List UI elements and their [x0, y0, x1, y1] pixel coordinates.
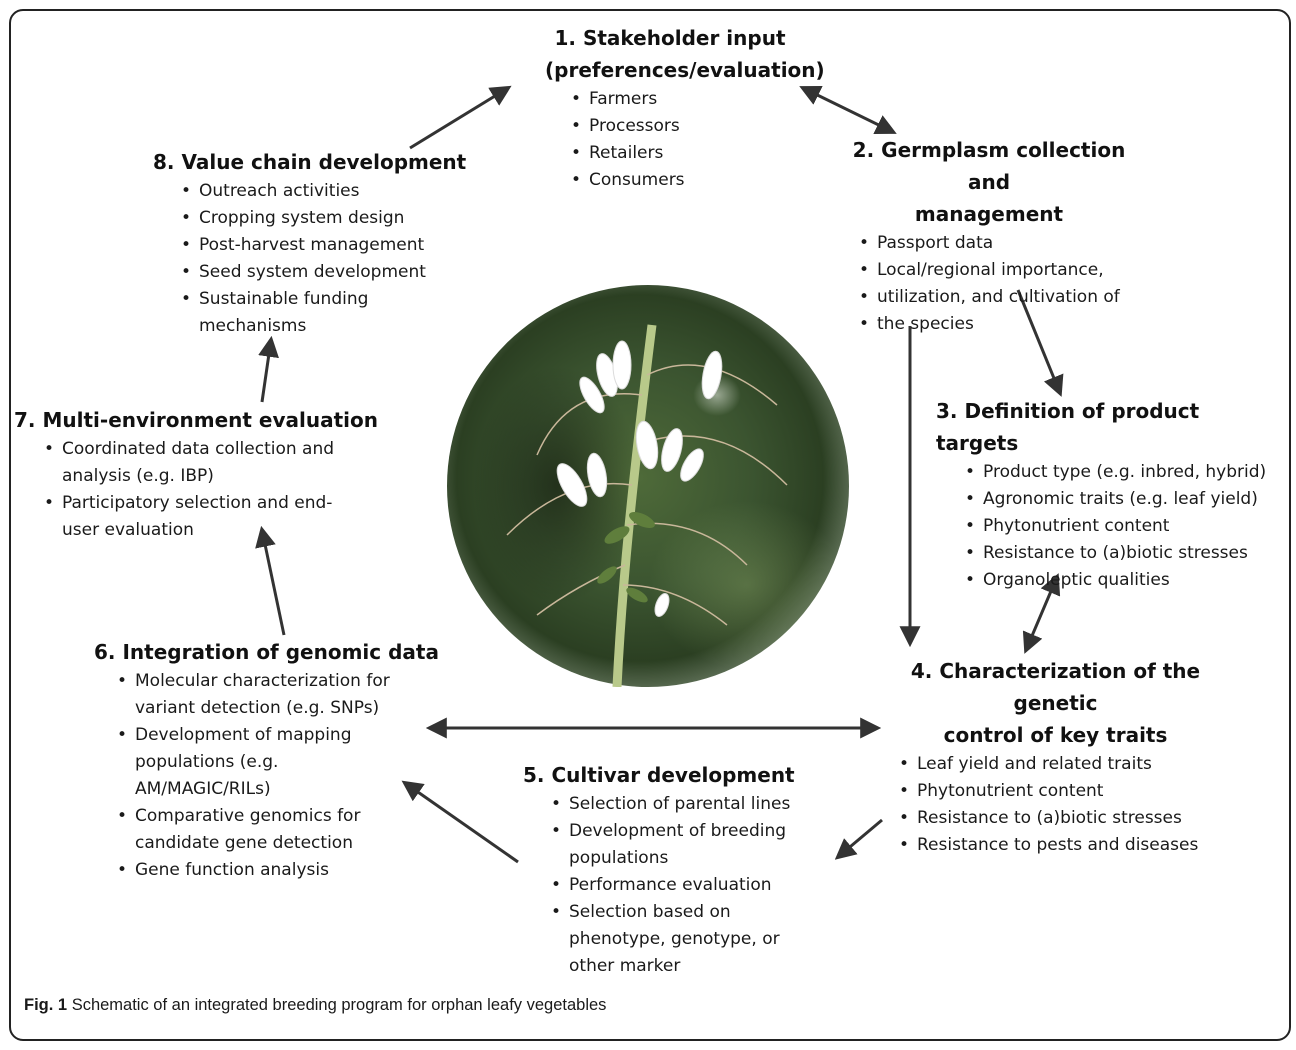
step-4-genetic-control: 4. Characterization of the genetic contr…: [868, 655, 1243, 859]
step-1-item: Consumers: [567, 167, 795, 194]
step-7-item: Participatory selection and end-: [40, 490, 394, 517]
step-2-item: Passport data: [855, 230, 1149, 257]
step-3-item: Agronomic traits (e.g. leaf yield): [961, 486, 1286, 513]
step-5-item: Selection based on: [547, 899, 823, 926]
step-5-item: phenotype, genotype, or: [569, 929, 780, 949]
step-7-item: user evaluation: [62, 520, 194, 540]
step-8-item: Outreach activities: [177, 178, 473, 205]
step-7-item: Coordinated data collection and: [40, 436, 394, 463]
caption-label: Fig. 1: [24, 996, 68, 1014]
step-8-item: mechanisms: [199, 316, 307, 336]
step-8-item: Sustainable funding: [177, 286, 473, 313]
step-1-item: Retailers: [567, 140, 795, 167]
step-3-item: Resistance to (a)biotic stresses: [961, 540, 1286, 567]
step-8-value-chain: 8. Value chain development Outreach acti…: [153, 146, 473, 340]
flower-illustration: [506, 324, 788, 688]
step-2-germplasm: 2. Germplasm collection and management P…: [829, 134, 1149, 338]
step-5-item: Development of breeding: [547, 818, 823, 845]
step-5-item: Selection of parental lines: [547, 791, 823, 818]
step-8-item: Seed system development: [177, 259, 473, 286]
step-6-item: Comparative genomics for: [113, 803, 444, 830]
step-4-title-line-2: control of key traits: [943, 723, 1168, 747]
step-2-title: 2. Germplasm collection and: [852, 138, 1126, 194]
step-3-product-targets: 3. Definition of product targets Product…: [936, 395, 1286, 594]
step-2-item: Local/regional importance,: [855, 257, 1149, 284]
step-7-item: analysis (e.g. IBP): [62, 466, 214, 486]
step-4-item: Resistance to (a)biotic stresses: [895, 805, 1243, 832]
step-5-item: Performance evaluation: [547, 872, 823, 899]
step-3-item: Product type (e.g. inbred, hybrid): [961, 459, 1286, 486]
step-4-item: Phytonutrient content: [895, 778, 1243, 805]
figure-caption: Fig. 1 Schematic of an integrated breedi…: [24, 993, 606, 1017]
step-5-item: other marker: [569, 956, 681, 976]
arrow-1-to-2: [799, 85, 897, 135]
step-3-item: Phytonutrient content: [961, 513, 1286, 540]
step-5-item: populations: [569, 848, 669, 868]
step-1-item: Farmers: [567, 86, 795, 113]
arrow-6-to-7: [255, 525, 286, 636]
step-1-stakeholder-input: 1. Stakeholder input (preferences/evalua…: [545, 22, 825, 194]
step-7-multi-environment: 7. Multi-environment evaluation Coordina…: [14, 404, 394, 544]
step-8-title: 8. Value chain development: [153, 150, 467, 174]
step-4-item: Resistance to pests and diseases: [895, 832, 1243, 859]
step-1-item: Processors: [567, 113, 795, 140]
step-5-cultivar-development: 5. Cultivar development Selection of par…: [523, 759, 823, 980]
step-2-item: utilization, and cultivation of: [855, 284, 1149, 311]
step-4-item: Leaf yield and related traits: [895, 751, 1243, 778]
step-2-title-line-2: management: [914, 202, 1064, 226]
step-6-item: Gene function analysis: [113, 857, 444, 884]
step-7-title: 7. Multi-environment evaluation: [14, 408, 378, 432]
step-4-title: 4. Characterization of the genetic: [910, 659, 1201, 715]
arrow-8-to-1: [409, 85, 512, 150]
step-2-item: the species: [855, 311, 1149, 338]
arrow-7-to-8: [258, 335, 279, 403]
step-1-title-line-2: (preferences/evaluation): [545, 58, 825, 82]
arrow-4-to-5: [834, 818, 883, 860]
plant-photo: [447, 285, 849, 688]
step-6-item: AM/MAGIC/RILs): [135, 779, 271, 799]
step-5-title: 5. Cultivar development: [523, 763, 795, 787]
step-8-item: Cropping system design: [177, 205, 473, 232]
step-6-item: Molecular characterization for: [113, 668, 444, 695]
step-8-item: Post-harvest management: [177, 232, 473, 259]
step-1-title: 1. Stakeholder input: [554, 26, 786, 50]
step-3-item: Organoleptic qualities: [961, 567, 1286, 594]
step-6-item: candidate gene detection: [135, 833, 353, 853]
step-6-item: populations (e.g.: [135, 752, 279, 772]
step-6-title: 6. Integration of genomic data: [94, 640, 439, 664]
step-6-genomic-data: 6. Integration of genomic data Molecular…: [94, 636, 444, 884]
step-6-item: variant detection (e.g. SNPs): [135, 698, 380, 718]
step-6-item: Development of mapping: [113, 722, 444, 749]
arrow-5-to-6: [401, 780, 519, 864]
step-3-title: 3. Definition of product targets: [936, 399, 1200, 455]
caption-text: Schematic of an integrated breeding prog…: [71, 996, 607, 1014]
